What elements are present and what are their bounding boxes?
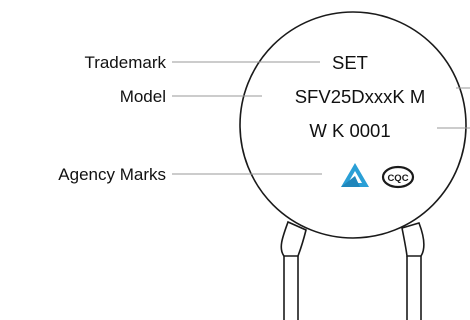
component-leads bbox=[280, 220, 425, 320]
cqc-mark-text: CQC bbox=[387, 173, 408, 184]
model-label: Model bbox=[120, 87, 166, 106]
triangle-certification-icon bbox=[341, 163, 369, 187]
trademark-marking: SET bbox=[332, 52, 368, 73]
code-marking: W K 0001 bbox=[309, 120, 390, 141]
lead-neck-left bbox=[280, 220, 307, 257]
agency-marks-label: Agency Marks bbox=[58, 165, 166, 184]
cqc-certification-icon: CQC bbox=[381, 165, 415, 189]
trademark-label: Trademark bbox=[84, 53, 166, 72]
lead-neck-right bbox=[401, 222, 425, 257]
model-marking: SFV25DxxxK M bbox=[295, 86, 426, 107]
leader-lines bbox=[172, 61, 470, 175]
